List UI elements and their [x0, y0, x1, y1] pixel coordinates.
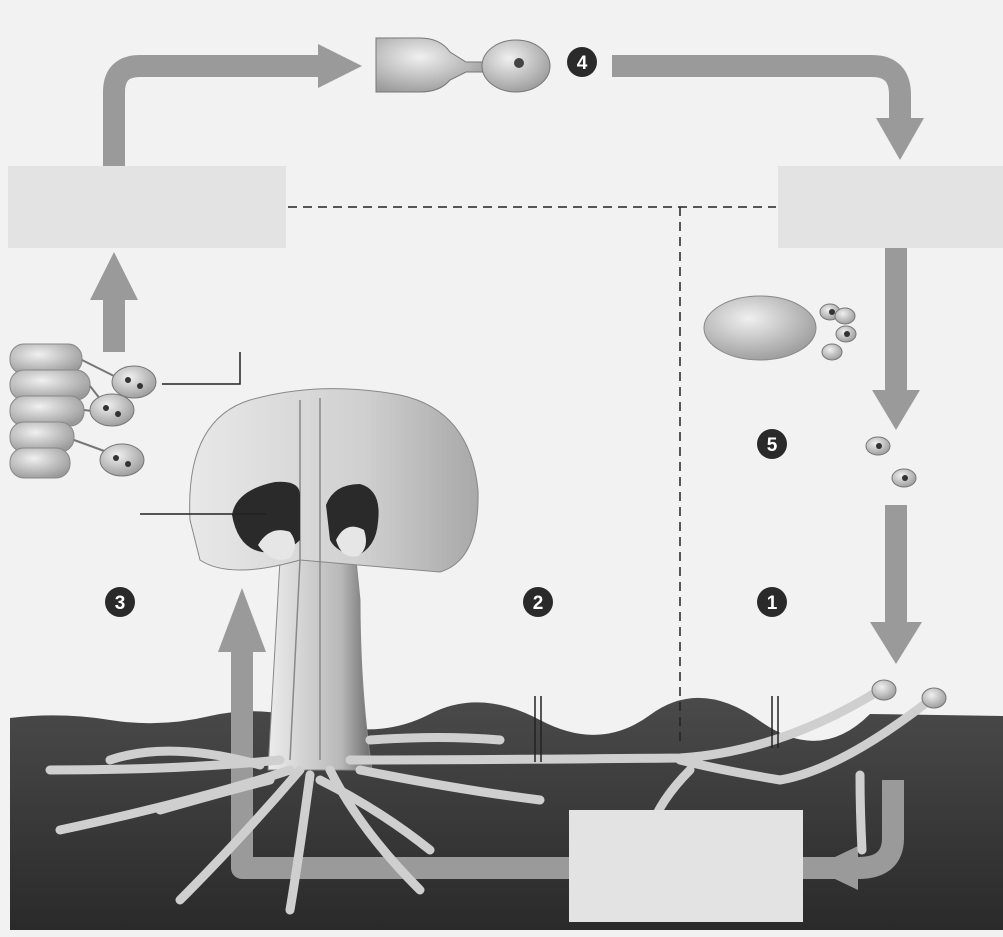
step-number-3: 3 [115, 593, 126, 614]
gill-basidia-illustration [10, 344, 156, 478]
label-box-top-right [778, 166, 1003, 248]
step-marker-2: 2 [523, 587, 553, 617]
basidium-illustration [704, 296, 856, 360]
step-number-4: 4 [577, 53, 588, 74]
step-marker-5: 5 [757, 429, 787, 459]
step-marker-4: 4 [567, 47, 597, 77]
arrowhead-down [872, 390, 920, 430]
step-marker-1: 1 [757, 587, 787, 617]
arrowhead-up [218, 588, 266, 652]
step-number-1: 1 [767, 593, 778, 614]
step-number-5: 5 [767, 435, 778, 456]
step-marker-3: 3 [105, 587, 135, 617]
step-number-2: 2 [533, 593, 544, 614]
arrowhead-down [876, 118, 924, 160]
hyphae-tips [872, 680, 946, 708]
fusing-cells-illustration [376, 38, 550, 92]
released-spores [866, 437, 916, 487]
arrowhead-down [870, 622, 922, 664]
arrowhead-up [90, 252, 138, 300]
arrowhead-right [318, 44, 362, 88]
label-box-bottom [569, 810, 803, 922]
label-box-top-left [8, 166, 286, 248]
